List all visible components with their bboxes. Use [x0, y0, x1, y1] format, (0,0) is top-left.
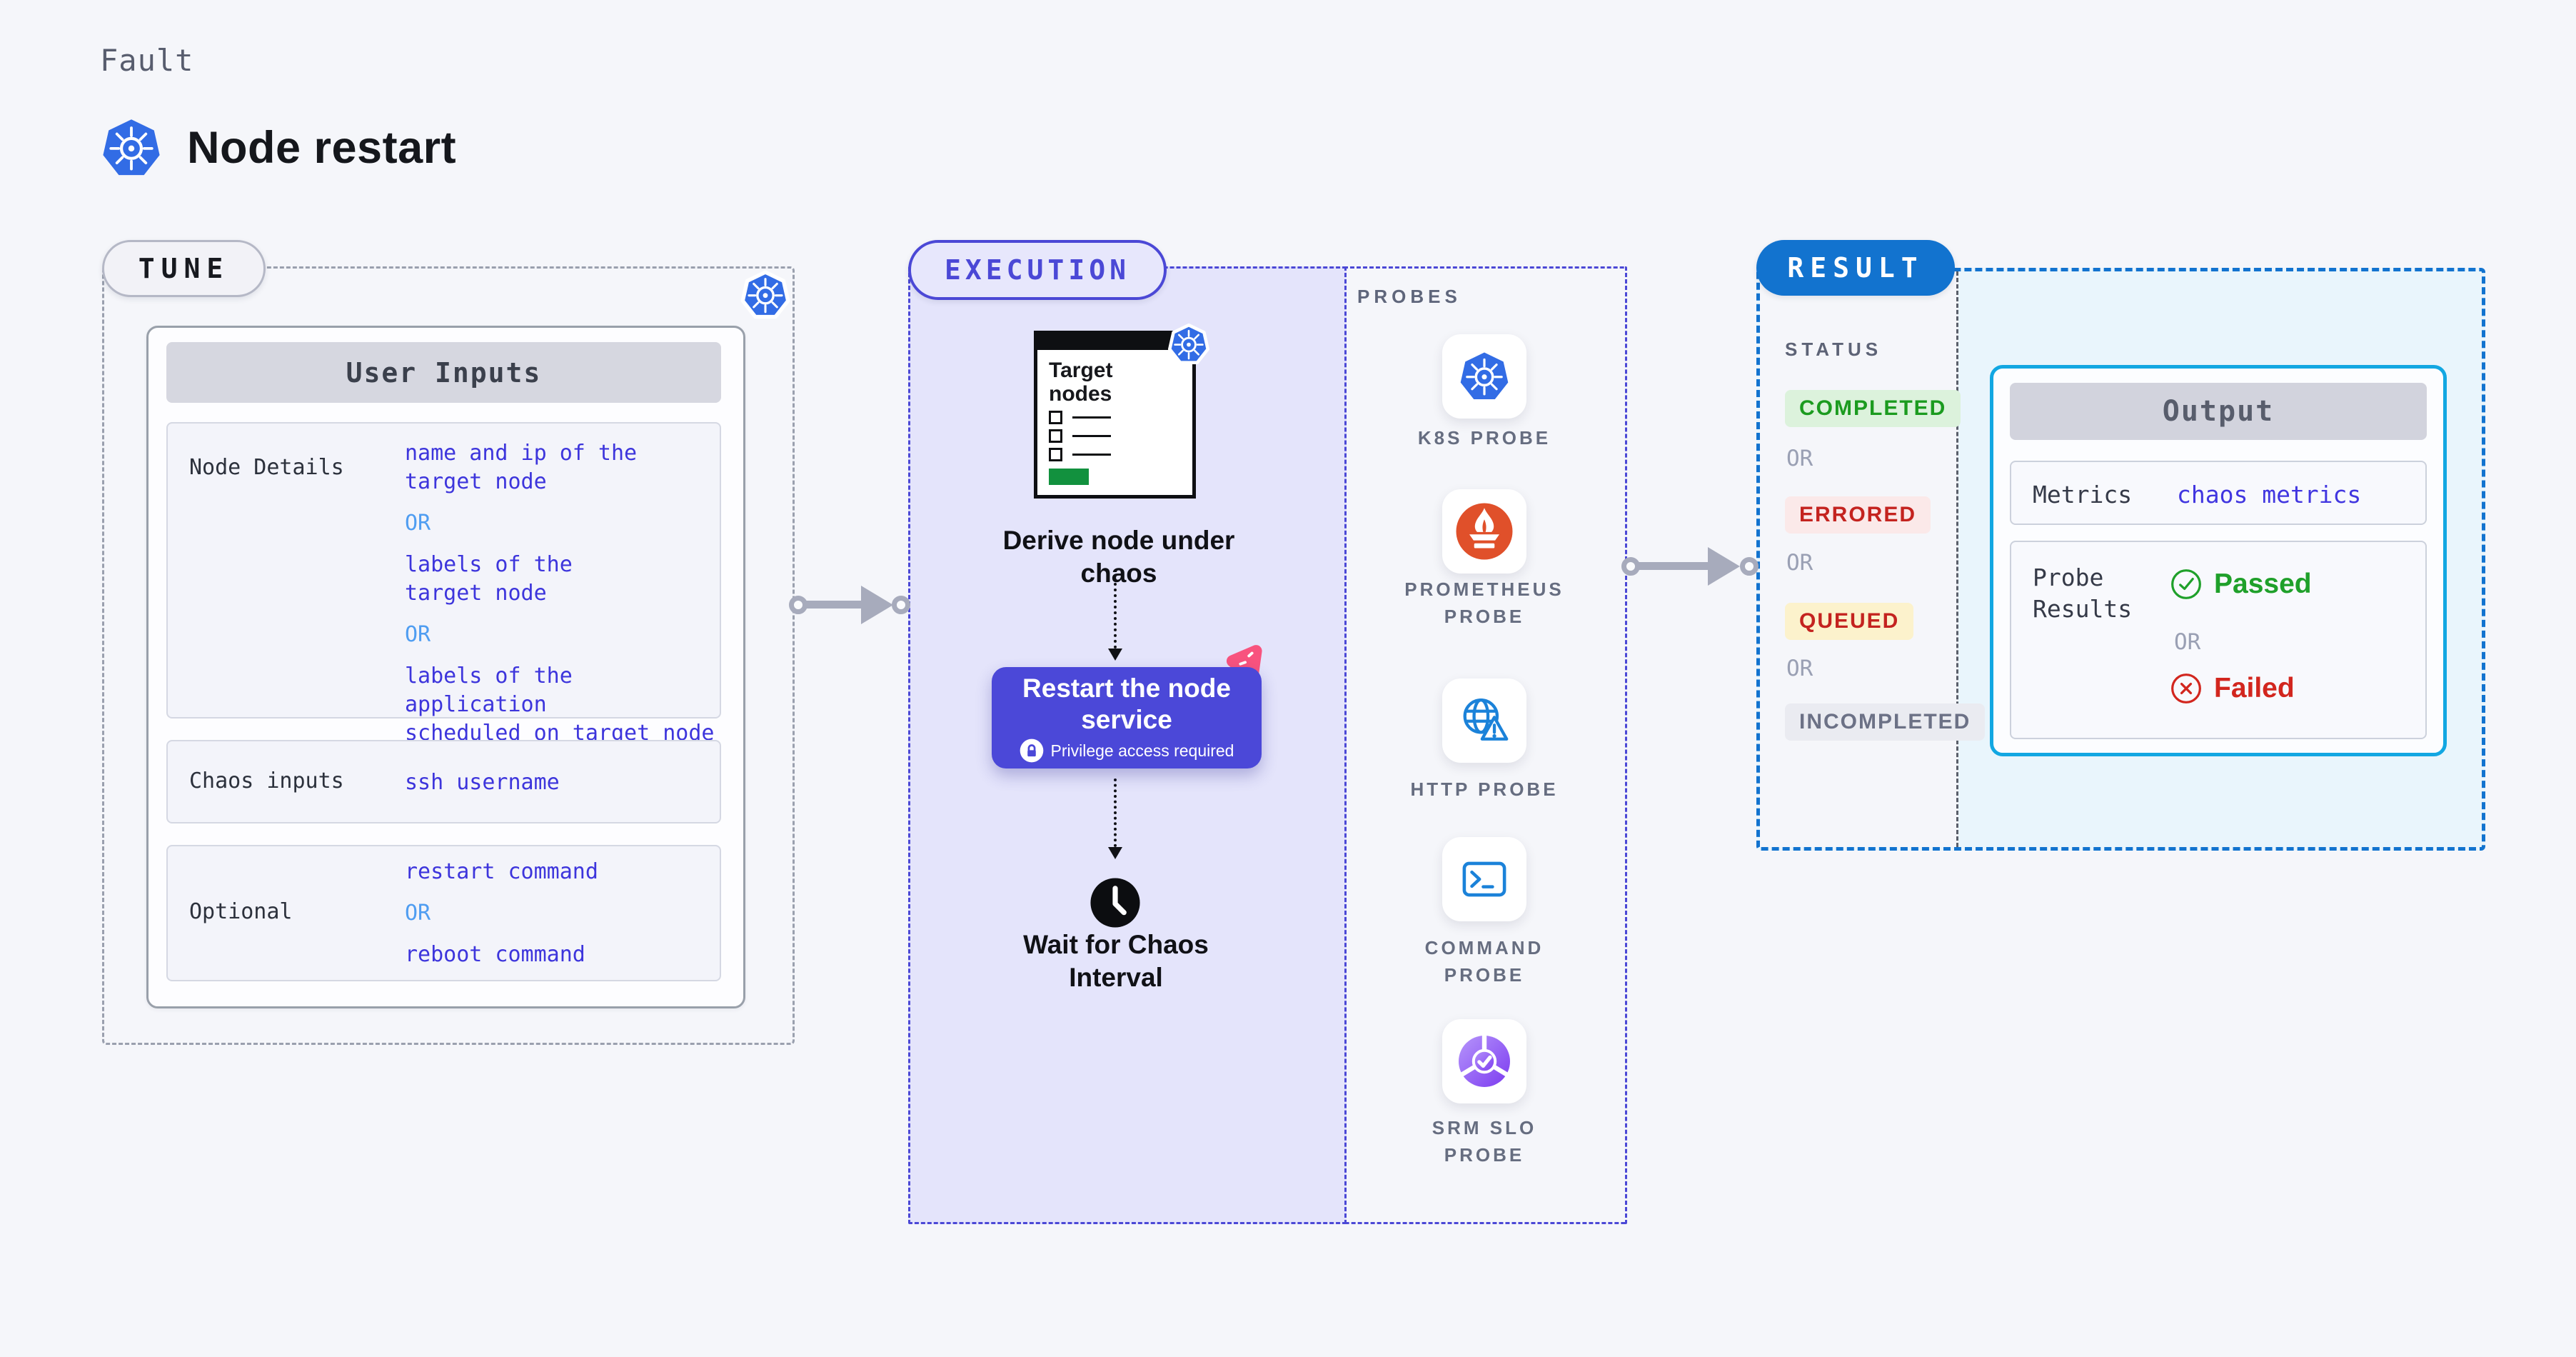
result-pill: RESULT — [1756, 240, 1955, 296]
status-panel — [1760, 271, 1958, 847]
or-separator: OR — [2174, 629, 2201, 655]
tune-section-box — [102, 266, 795, 1045]
page-title: Node restart — [187, 123, 457, 173]
status-badge-queued: QUEUED — [1785, 603, 1914, 640]
card-titlebar — [1037, 334, 1192, 350]
flow-arrow-down-icon — [1108, 778, 1122, 859]
probe-passed: Passed — [2170, 568, 2312, 601]
metrics-value: chaos metrics — [2177, 481, 2362, 509]
value-text: labels of the application scheduled on t… — [405, 664, 715, 746]
status-label: STATUS — [1785, 339, 1883, 360]
line — [1072, 454, 1111, 456]
row-values: name and ip of the target node OR labels… — [405, 439, 720, 748]
or-separator: OR — [405, 511, 431, 536]
passed-text: Passed — [2214, 569, 2312, 599]
step-derive-label: Derive node under chaos — [1002, 526, 1235, 588]
probe-results-row: Probe Results Passed OR Failed — [2010, 541, 2427, 739]
execution-pill: EXECUTION — [908, 240, 1167, 300]
output-header: Output — [2010, 383, 2427, 440]
clock-icon — [1090, 878, 1140, 928]
http-probe-card — [1442, 678, 1526, 763]
or-separator: OR — [1786, 656, 1813, 681]
status-badge-errored: ERRORED — [1785, 496, 1931, 534]
user-inputs-header: User Inputs — [166, 342, 721, 403]
target-nodes-title: Target nodes — [1049, 359, 1113, 406]
checkbox-icon — [1049, 448, 1062, 461]
metrics-label: Metrics — [2033, 481, 2133, 509]
value-text: labels of the target node — [405, 552, 573, 606]
slo-check-icon — [1459, 1035, 1510, 1087]
connector-circle — [1621, 557, 1640, 576]
check-circle-icon — [2171, 569, 2201, 599]
lock-icon — [1020, 738, 1043, 763]
node-checklist-row — [1049, 411, 1192, 424]
node-checklist-row — [1049, 429, 1192, 443]
row-optional: Optional restart command OR reboot comma… — [166, 845, 721, 981]
arrow-right-icon — [1708, 547, 1740, 586]
x-circle-icon — [2171, 674, 2201, 703]
metrics-row: Metrics chaos metrics — [2010, 461, 2427, 525]
value-text: reboot command — [405, 942, 585, 967]
value-text: restart command — [405, 859, 598, 884]
line — [1072, 435, 1111, 437]
probe-failed: Failed — [2170, 672, 2295, 705]
fault-eyebrow: Fault — [100, 43, 194, 78]
connector-circle — [1740, 557, 1759, 576]
command-probe-card — [1442, 837, 1526, 921]
kubernetes-icon — [1459, 351, 1510, 401]
failed-text: Failed — [2214, 673, 2295, 703]
row-chaos-inputs: Chaos inputs ssh username — [166, 740, 721, 823]
or-separator: OR — [1786, 550, 1813, 576]
probe-label: K8S PROBE — [1417, 427, 1551, 449]
step-wait-label: Wait for Chaos Interval — [1023, 930, 1209, 992]
probes-section-box — [1342, 266, 1627, 1224]
globe-alert-icon — [1463, 698, 1509, 741]
terminal-icon — [1462, 861, 1506, 897]
probes-label: PROBES — [1357, 286, 1461, 307]
tune-pill: TUNE — [102, 240, 266, 297]
row-values: ssh username — [405, 768, 560, 797]
or-separator: OR — [405, 622, 431, 647]
kubernetes-icon — [1166, 320, 1212, 369]
row-values: restart command OR reboot command — [405, 858, 598, 969]
prometheus-probe-card — [1442, 489, 1526, 574]
probe-label: COMMAND PROBE — [1424, 937, 1544, 986]
status-badge-completed: COMPLETED — [1785, 390, 1961, 427]
privilege-note: Privilege access required — [1020, 738, 1234, 763]
restart-node-step: Restart the node service Privilege acces… — [992, 667, 1262, 768]
probe-label: PROMETHEUS PROBE — [1404, 579, 1564, 627]
connector-line — [1638, 562, 1709, 570]
node-checklist-row — [1049, 448, 1192, 461]
row-label: Node Details — [189, 455, 344, 480]
probe-results-label: Probe Results — [2033, 564, 2133, 623]
probe-label: HTTP PROBE — [1410, 778, 1559, 800]
k8s-probe-card — [1442, 334, 1526, 419]
restart-node-label: Restart the node service — [1022, 674, 1231, 734]
connector-line — [805, 601, 864, 609]
connector-circle — [892, 596, 910, 614]
or-separator: OR — [405, 901, 431, 926]
flow-arrow-down-icon — [1108, 583, 1122, 661]
checkbox-icon — [1049, 429, 1062, 443]
page-title-row: Node restart — [100, 114, 456, 181]
status-badge-incompleted: INCOMPLETED — [1785, 703, 1986, 741]
prometheus-icon — [1456, 503, 1513, 560]
connector-circle — [789, 596, 807, 614]
kubernetes-icon — [100, 114, 163, 181]
probe-label: SRM SLO PROBE — [1432, 1117, 1537, 1166]
row-node-details: Node Details name and ip of the target n… — [166, 422, 721, 746]
privilege-note-text: Privilege access required — [1050, 741, 1234, 760]
value-text: name and ip of the target node — [405, 441, 638, 494]
kubernetes-icon — [738, 266, 793, 324]
row-label: Optional — [189, 899, 293, 924]
checkbox-icon — [1049, 411, 1062, 424]
value-text: ssh username — [405, 770, 560, 795]
line — [1072, 416, 1111, 419]
row-label: Chaos inputs — [189, 768, 344, 793]
progress-bar — [1049, 469, 1089, 485]
arrow-right-icon — [861, 586, 893, 624]
target-nodes-card: Target nodes — [1034, 331, 1196, 499]
srm-slo-probe-card — [1442, 1019, 1526, 1103]
or-separator: OR — [1786, 446, 1813, 471]
